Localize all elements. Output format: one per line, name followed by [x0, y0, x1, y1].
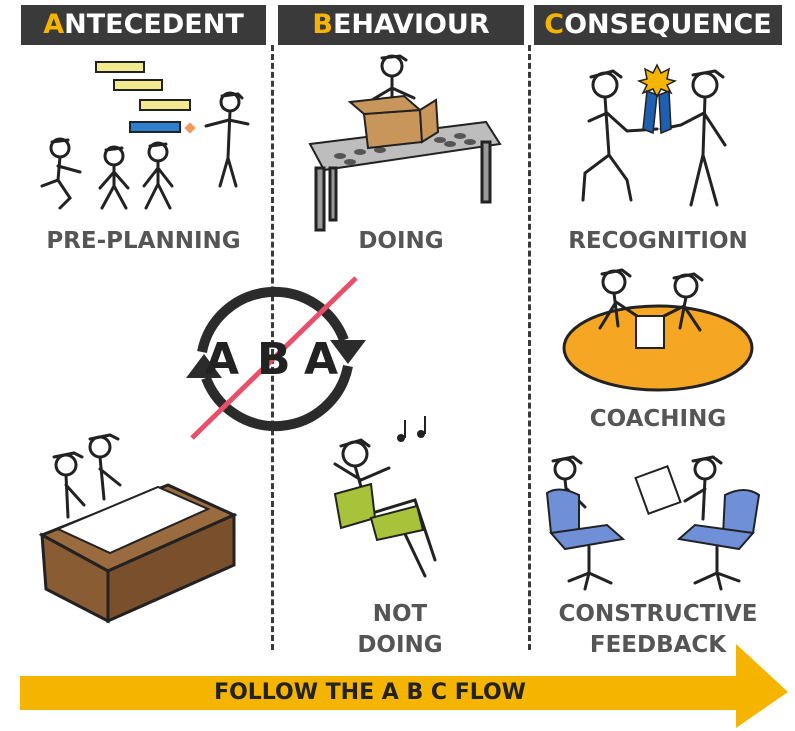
header-antecedent: ANTECEDENT [21, 5, 266, 45]
header-consequence-rest: ONSEQUENCE [564, 9, 772, 40]
recognition-illustration [581, 63, 727, 207]
flow-arrow-text: FOLLOW THE A B C FLOW [214, 680, 526, 705]
label-constructive-feedback-line2: FEEDBACK [589, 632, 727, 658]
label-coaching: COACHING [589, 406, 727, 432]
column-divider-right [528, 45, 531, 650]
header-antecedent-initial: A [43, 9, 65, 40]
label-not-doing-line1: NOT [372, 601, 428, 627]
ribbon-right [658, 89, 672, 135]
label-not-doing-line2: DOING [357, 632, 443, 658]
header-behaviour-initial: B [312, 9, 333, 40]
plan-step-3 [139, 99, 191, 111]
plan-marker [184, 122, 196, 134]
cycle-arc-bottom [201, 365, 353, 432]
not-doing-illustration [333, 416, 437, 578]
label-constructive-feedback-line1: CONSTRUCTIVE [558, 601, 758, 627]
cycle-arrowhead-right [330, 340, 366, 364]
flow-arrow [20, 644, 788, 728]
plan-step-4 [129, 121, 181, 133]
header-behaviour: BEHAVIOUR [278, 5, 524, 45]
aba-cycle-diagram [186, 276, 366, 440]
feedback-illustration [545, 455, 761, 591]
chair-right-back [721, 489, 761, 537]
cycle-letter-a-first: A [205, 334, 240, 385]
flow-arrow-shape [20, 644, 788, 728]
desk-planning-illustration [38, 433, 238, 624]
blueprint-sheet [55, 485, 211, 555]
plan-step-2 [113, 79, 163, 91]
chair-seat [369, 504, 425, 542]
desk-side [106, 512, 236, 624]
doing-illustration [308, 54, 502, 232]
strike-through-line [190, 276, 358, 440]
column-divider-left [271, 45, 274, 650]
cycle-letter-a-second: A [304, 334, 339, 385]
label-recognition: RECOGNITION [568, 228, 748, 254]
cycle-letter-b: B [257, 334, 291, 385]
chair-right-seat [676, 523, 755, 551]
pre-planning-illustration [40, 61, 250, 210]
cycle-arrowhead-left [186, 354, 222, 378]
coaching-paper [635, 315, 665, 349]
music-note-2 [417, 430, 425, 438]
cycle-arc-top [197, 286, 349, 353]
ribbon-left [642, 89, 658, 135]
feedback-paper [634, 465, 682, 515]
label-pre-planning: PRE-PLANNING [46, 228, 241, 254]
header-consequence: CONSEQUENCE [534, 5, 782, 45]
plan-step-1 [95, 61, 145, 73]
header-consequence-initial: C [544, 9, 565, 40]
chair-left-seat [549, 523, 626, 551]
chair-back [333, 482, 377, 530]
header-behaviour-rest: EHAVIOUR [332, 9, 490, 40]
cardboard-box [347, 94, 440, 150]
music-note-1 [397, 434, 405, 442]
coaching-illustration [562, 268, 754, 392]
chair-left-back [545, 488, 580, 537]
label-doing: DOING [358, 228, 444, 254]
header-antecedent-rest: NTECEDENT [64, 9, 244, 40]
